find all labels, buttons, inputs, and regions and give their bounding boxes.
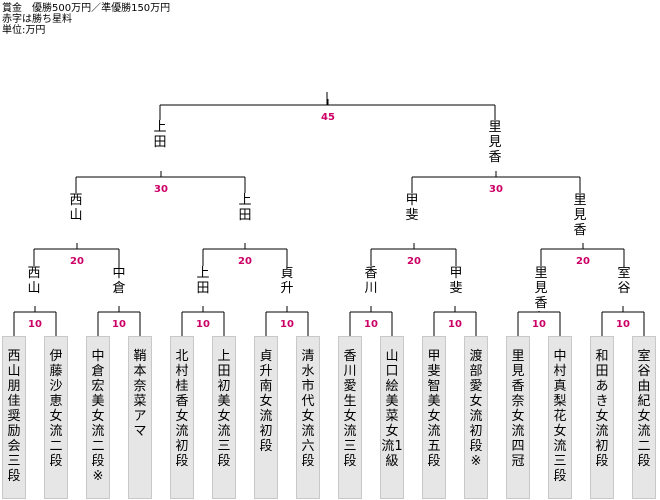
- quarterfinal-4-winner-right: 室谷: [615, 266, 633, 296]
- final-match-prize: 45: [321, 112, 335, 123]
- round1-match-1-prize: 10: [28, 319, 42, 330]
- player-13: 里見香奈女流四冠: [506, 336, 530, 499]
- round1-match-5-prize: 10: [364, 319, 378, 330]
- quarterfinal-3-winner-right: 甲斐: [447, 266, 465, 296]
- player-9: 香川愛生女流三段: [338, 336, 362, 499]
- quarterfinal-1-winner-left: 西山: [25, 266, 43, 296]
- prize-info: 賞金 優勝500万円／準優勝150万円 赤字は勝ち星料 単位:万円: [2, 3, 170, 36]
- player-5: 北村桂香女流初段: [170, 336, 194, 499]
- quarterfinal-match-2-prize: 20: [238, 256, 252, 267]
- round1-match-2-prize: 10: [112, 319, 126, 330]
- player-3: 中倉宏美女流二段※: [86, 336, 110, 499]
- quarterfinal-4-winner-left: 里見香: [532, 266, 550, 311]
- semifinal-1-winner-left: 西山: [67, 193, 85, 223]
- player-12: 渡部 愛女流初段※: [464, 336, 496, 499]
- semifinal-1-winner-right: 上田: [236, 193, 254, 223]
- win-bonus-note: 赤字は勝ち星料: [2, 14, 72, 25]
- final-winner-right: 里見香: [486, 120, 504, 165]
- quarterfinal-1-winner-right: 中倉: [110, 266, 128, 296]
- player-2: 伊藤沙恵女流二段: [44, 336, 68, 499]
- player-10: 山口絵美菜女流1級: [380, 336, 404, 499]
- round1-match-4-prize: 10: [280, 319, 294, 330]
- player-14: 中村真梨花女流三段: [548, 336, 572, 499]
- quarterfinal-match-3-prize: 20: [407, 256, 421, 267]
- quarterfinal-2-winner-right: 貞升: [278, 266, 296, 296]
- semifinal-match-1-prize: 30: [154, 184, 168, 195]
- final-winner-left: 上田: [151, 120, 169, 150]
- player-6: 上田初美女流三段: [212, 336, 236, 499]
- player-7: 貞升 南女流初段: [254, 336, 286, 499]
- player-11: 甲斐智美女流五段: [422, 336, 446, 499]
- quarterfinal-match-4-prize: 20: [576, 256, 590, 267]
- round1-match-3-prize: 10: [196, 319, 210, 330]
- player-8: 清水市代女流六段: [296, 336, 320, 499]
- semifinal-2-winner-left: 甲斐: [403, 193, 421, 223]
- player-1: 西山朋佳奨励会三段: [2, 336, 26, 499]
- unit-note: 単位:万円: [2, 25, 46, 36]
- round1-match-8-prize: 10: [616, 319, 630, 330]
- player-4: 鞘本奈菜アマ: [128, 336, 152, 499]
- quarterfinal-match-1-prize: 20: [70, 256, 84, 267]
- semifinal-2-winner-right: 里見香: [571, 193, 589, 238]
- round1-match-7-prize: 10: [532, 319, 546, 330]
- player-16: 室谷由紀女流二段: [632, 336, 656, 499]
- round1-match-6-prize: 10: [448, 319, 462, 330]
- semifinal-match-2-prize: 30: [489, 184, 503, 195]
- prize-money-line: 賞金 優勝500万円／準優勝150万円: [2, 3, 171, 14]
- quarterfinal-3-winner-left: 香川: [362, 266, 380, 296]
- player-15: 和田あき女流初段: [590, 336, 614, 499]
- quarterfinal-2-winner-left: 上田: [194, 266, 212, 296]
